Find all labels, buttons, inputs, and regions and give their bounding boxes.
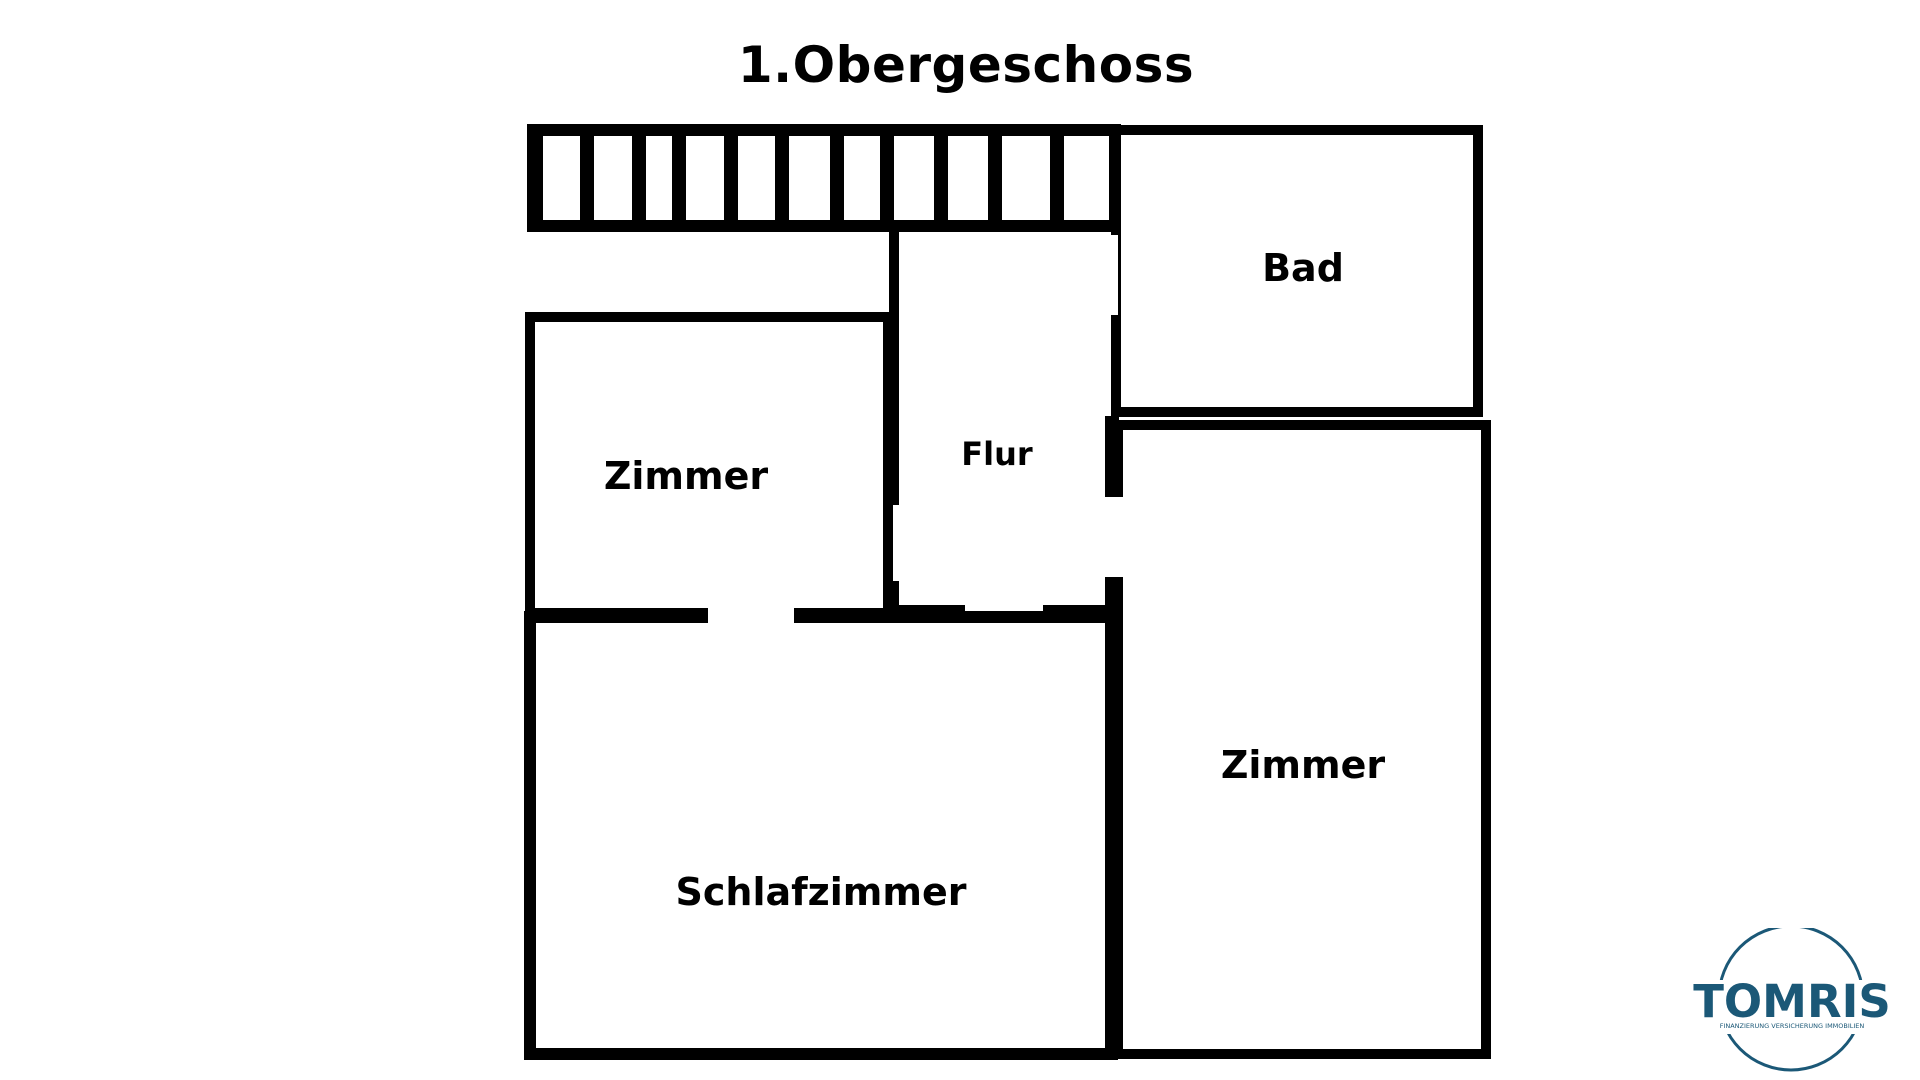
- stair-tread: [880, 126, 894, 232]
- schlafzimmer-door: [708, 606, 794, 626]
- stair-tread: [934, 126, 948, 232]
- page-title: 1.Obergeschoss: [737, 36, 1195, 94]
- room-schlafzimmer-walls: [524, 611, 1118, 1060]
- logo-ring-gap: [1702, 980, 1882, 1034]
- room-label-flur: Flur: [961, 435, 1033, 473]
- logo-name: TOMRIS: [1693, 975, 1891, 1028]
- stair-tread: [1050, 126, 1064, 232]
- staircase: [527, 124, 1121, 232]
- logo-tagline: FINANZIERUNG VERSICHERUNG IMMOBILIEN: [1720, 1022, 1865, 1030]
- stair-tread: [830, 126, 844, 232]
- room-label-zimmer-left: Zimmer: [604, 454, 769, 498]
- stair-tread: [724, 126, 738, 232]
- stair-tread: [537, 126, 543, 232]
- stair-tread: [672, 126, 686, 232]
- tomris-logo: TOMRIS FINANZIERUNG VERSICHERUNG IMMOBIL…: [1693, 928, 1891, 1072]
- stair-tread: [632, 126, 646, 232]
- room-zimmer-right-walls: [1113, 420, 1491, 1059]
- stair-tread: [988, 126, 1002, 232]
- stair-tread: [580, 126, 594, 232]
- bad-door-opening: [1106, 235, 1118, 315]
- staircase-treads: [537, 126, 1064, 232]
- room-label-zimmer-right: Zimmer: [1221, 743, 1386, 787]
- flur-wall-left: [889, 232, 899, 612]
- staircase-outline: [527, 124, 1121, 232]
- room-label-schlafzimmer: Schlafzimmer: [676, 870, 967, 914]
- zimmer-right-door: [1100, 497, 1126, 577]
- room-label-bad: Bad: [1262, 246, 1344, 290]
- stair-tread: [775, 126, 789, 232]
- flur-walls: [889, 232, 1113, 615]
